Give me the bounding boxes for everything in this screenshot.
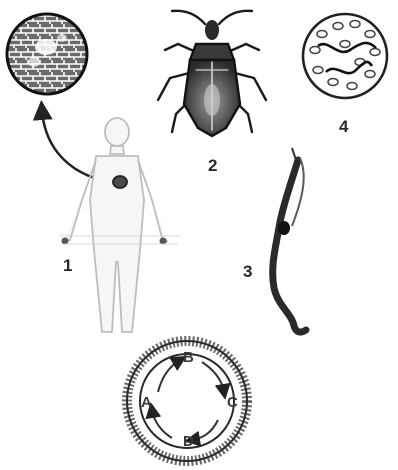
tissue-section-circle <box>7 14 87 94</box>
label-3: 3 <box>243 263 252 280</box>
cycle-stage-b: B <box>183 350 194 365</box>
trypanosome-illustration <box>273 148 306 332</box>
cycle-stage-a: A <box>141 395 152 410</box>
human-figure <box>60 118 180 332</box>
cycle-stage-c: C <box>227 395 238 410</box>
label-4: 4 <box>339 118 348 135</box>
blood-smear-circle <box>303 14 387 98</box>
cycle-stage-d: D <box>183 434 194 449</box>
label-1: 1 <box>63 257 72 274</box>
label-2: 2 <box>208 157 217 174</box>
kissing-bug-illustration <box>158 11 266 136</box>
